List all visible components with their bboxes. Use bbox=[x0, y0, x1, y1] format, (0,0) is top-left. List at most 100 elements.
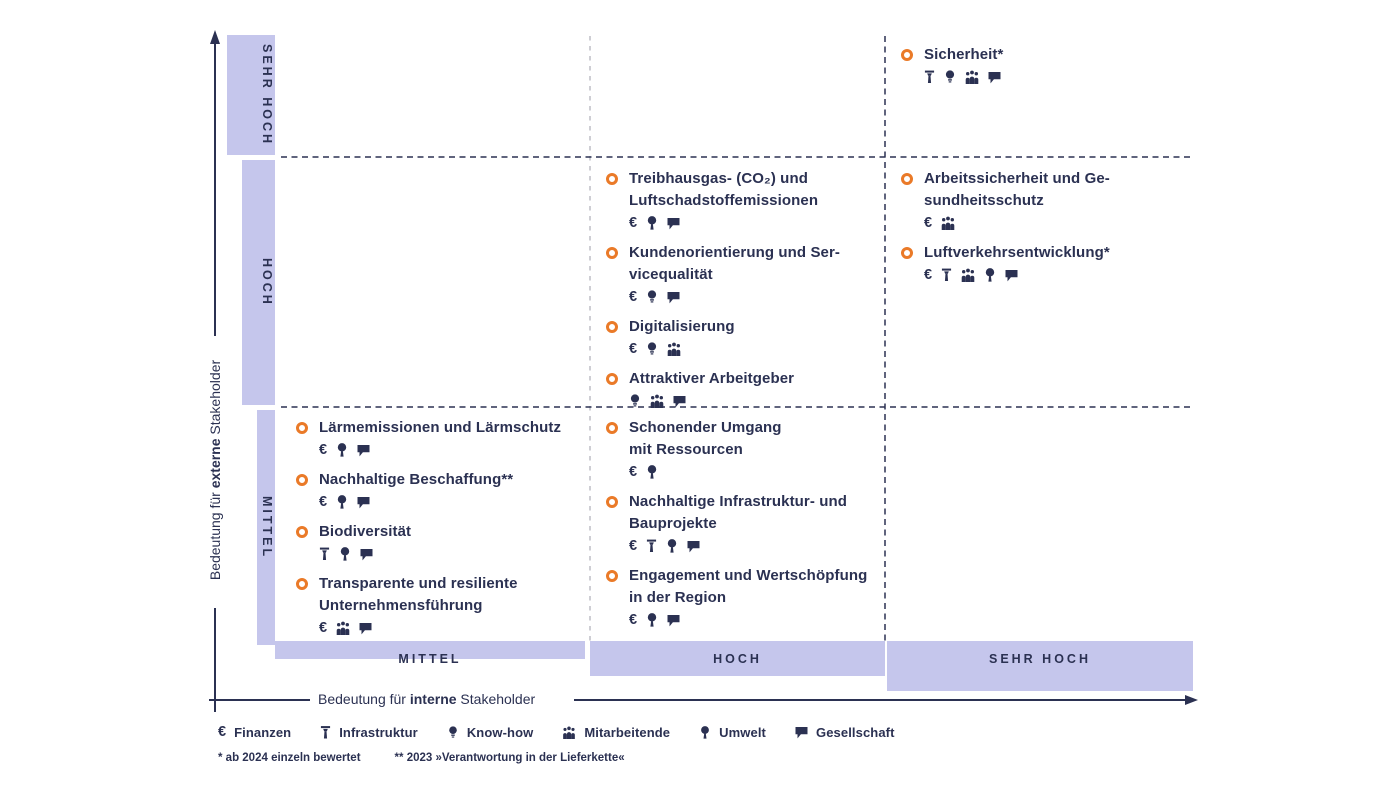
matrix-item: Sicherheit* bbox=[901, 44, 1193, 84]
gesellschaft-icon bbox=[988, 71, 1001, 84]
matrix-item: Biodiversität bbox=[296, 521, 588, 561]
umwelt-icon bbox=[699, 725, 711, 739]
x-band-sehr-hoch: SEHR HOCH bbox=[887, 641, 1193, 691]
know-how-icon bbox=[944, 70, 956, 84]
mitarbeitende-icon bbox=[961, 268, 975, 282]
item-dimension-icons: € bbox=[319, 493, 588, 509]
item-bullet-icon bbox=[606, 570, 618, 582]
item-title: Kundenorientierung und Ser-vicequalität bbox=[629, 244, 841, 283]
gesellschaft-icon bbox=[1005, 269, 1018, 282]
legend-label: Umwelt bbox=[719, 724, 766, 740]
item-dimension-icons: € bbox=[319, 619, 588, 635]
item-dimension-icons: € bbox=[629, 340, 898, 356]
umwelt-icon bbox=[646, 216, 658, 230]
x-band-label: HOCH bbox=[713, 652, 762, 666]
y-axis-title: Bedeutung für externe Stakeholder bbox=[207, 330, 223, 610]
legend-item-umwelt: Umwelt bbox=[699, 725, 766, 740]
footnote-1: * ab 2024 einzeln bewertet bbox=[218, 752, 361, 764]
matrix-item: Attraktiver Arbeitgeber bbox=[606, 368, 898, 408]
y-band-mittel: MITTEL bbox=[257, 410, 275, 645]
y-band-hoch: HOCH bbox=[242, 160, 275, 405]
item-title: Lärmemissionen und Lärmschutz bbox=[319, 419, 562, 436]
legend-item-know-how: Know-how bbox=[447, 725, 534, 740]
know-how-icon bbox=[646, 290, 658, 304]
mitarbeitende-icon bbox=[650, 394, 664, 408]
finanzen-icon: € bbox=[319, 442, 328, 458]
finanzen-icon: € bbox=[629, 612, 638, 628]
item-title: Luftverkehrsentwicklung* bbox=[924, 244, 1110, 261]
finanzen-icon: € bbox=[629, 538, 638, 554]
gesellschaft-icon bbox=[667, 614, 680, 627]
x-axis-title-suffix: Stakeholder bbox=[456, 691, 536, 707]
item-title: Attraktiver Arbeitgeber bbox=[629, 370, 795, 387]
mitarbeitende-icon bbox=[336, 621, 350, 635]
know-how-icon bbox=[447, 725, 459, 739]
matrix-item: Arbeitssicherheit und Ge-sundheitsschutz… bbox=[901, 168, 1193, 230]
matrix-item: Lärmemissionen und Lärmschutz € bbox=[296, 417, 588, 457]
gesellschaft-icon bbox=[795, 726, 808, 739]
item-bullet-icon bbox=[296, 526, 308, 538]
item-dimension-icons: € bbox=[924, 214, 1193, 230]
umwelt-icon bbox=[336, 495, 348, 509]
matrix-item: Nachhaltige Beschaffung** € bbox=[296, 469, 588, 509]
item-bullet-icon bbox=[606, 496, 618, 508]
matrix-item: Digitalisierung€ bbox=[606, 316, 898, 356]
item-dimension-icons: € bbox=[629, 537, 898, 553]
item-dimension-icons bbox=[924, 68, 1193, 84]
matrix-item: Kundenorientierung und Ser-vicequalität € bbox=[606, 242, 898, 304]
finanzen-icon: € bbox=[319, 494, 328, 510]
umwelt-icon bbox=[336, 443, 348, 457]
matrix-item: Luftverkehrsentwicklung* € bbox=[901, 242, 1193, 282]
x-band-label: MITTEL bbox=[398, 652, 462, 666]
item-bullet-icon bbox=[606, 373, 618, 385]
item-title: Nachhaltige Beschaffung** bbox=[319, 471, 514, 488]
x-band-hoch: HOCH bbox=[590, 641, 885, 676]
legend-label: Know-how bbox=[466, 724, 534, 740]
finanzen-icon: € bbox=[629, 464, 638, 480]
item-bullet-icon bbox=[901, 173, 913, 185]
item-dimension-icons: € bbox=[629, 214, 898, 230]
x-axis-title-prefix: Bedeutung für bbox=[318, 691, 410, 707]
item-bullet-icon bbox=[606, 422, 618, 434]
finanzen-icon: € bbox=[319, 620, 328, 636]
legend-item-gesellschaft: Gesellschaft bbox=[795, 725, 895, 740]
item-dimension-icons bbox=[629, 392, 898, 408]
y-axis-title-suffix: Stakeholder bbox=[207, 359, 223, 439]
y-axis-arrow-icon bbox=[210, 30, 220, 44]
mitarbeitende-icon bbox=[562, 726, 576, 739]
legend-label: Gesellschaft bbox=[816, 724, 895, 740]
infrastruktur-icon bbox=[646, 539, 657, 553]
gesellschaft-icon bbox=[357, 444, 370, 457]
umwelt-icon bbox=[646, 465, 658, 479]
infrastruktur-icon bbox=[320, 725, 331, 739]
x-axis-title: Bedeutung für interne Stakeholder bbox=[318, 691, 535, 707]
legend-label: Infrastruktur bbox=[339, 724, 418, 740]
umwelt-icon bbox=[339, 547, 351, 561]
mitarbeitende-icon bbox=[941, 216, 955, 230]
infrastruktur-icon bbox=[924, 70, 935, 84]
item-dimension-icons: € bbox=[924, 266, 1193, 282]
know-how-icon bbox=[646, 342, 658, 356]
gesellschaft-icon bbox=[359, 622, 372, 635]
item-bullet-icon bbox=[296, 578, 308, 590]
item-dimension-icons: € bbox=[629, 288, 898, 304]
gesellschaft-icon bbox=[360, 548, 373, 561]
legend-label: Finanzen bbox=[234, 724, 292, 740]
item-bullet-icon bbox=[901, 49, 913, 61]
finanzen-icon: € bbox=[629, 289, 638, 305]
know-how-icon bbox=[629, 394, 641, 408]
gesellschaft-icon bbox=[667, 217, 680, 230]
footnote-2: ** 2023 »Verantwortung in der Lieferkett… bbox=[394, 752, 625, 764]
